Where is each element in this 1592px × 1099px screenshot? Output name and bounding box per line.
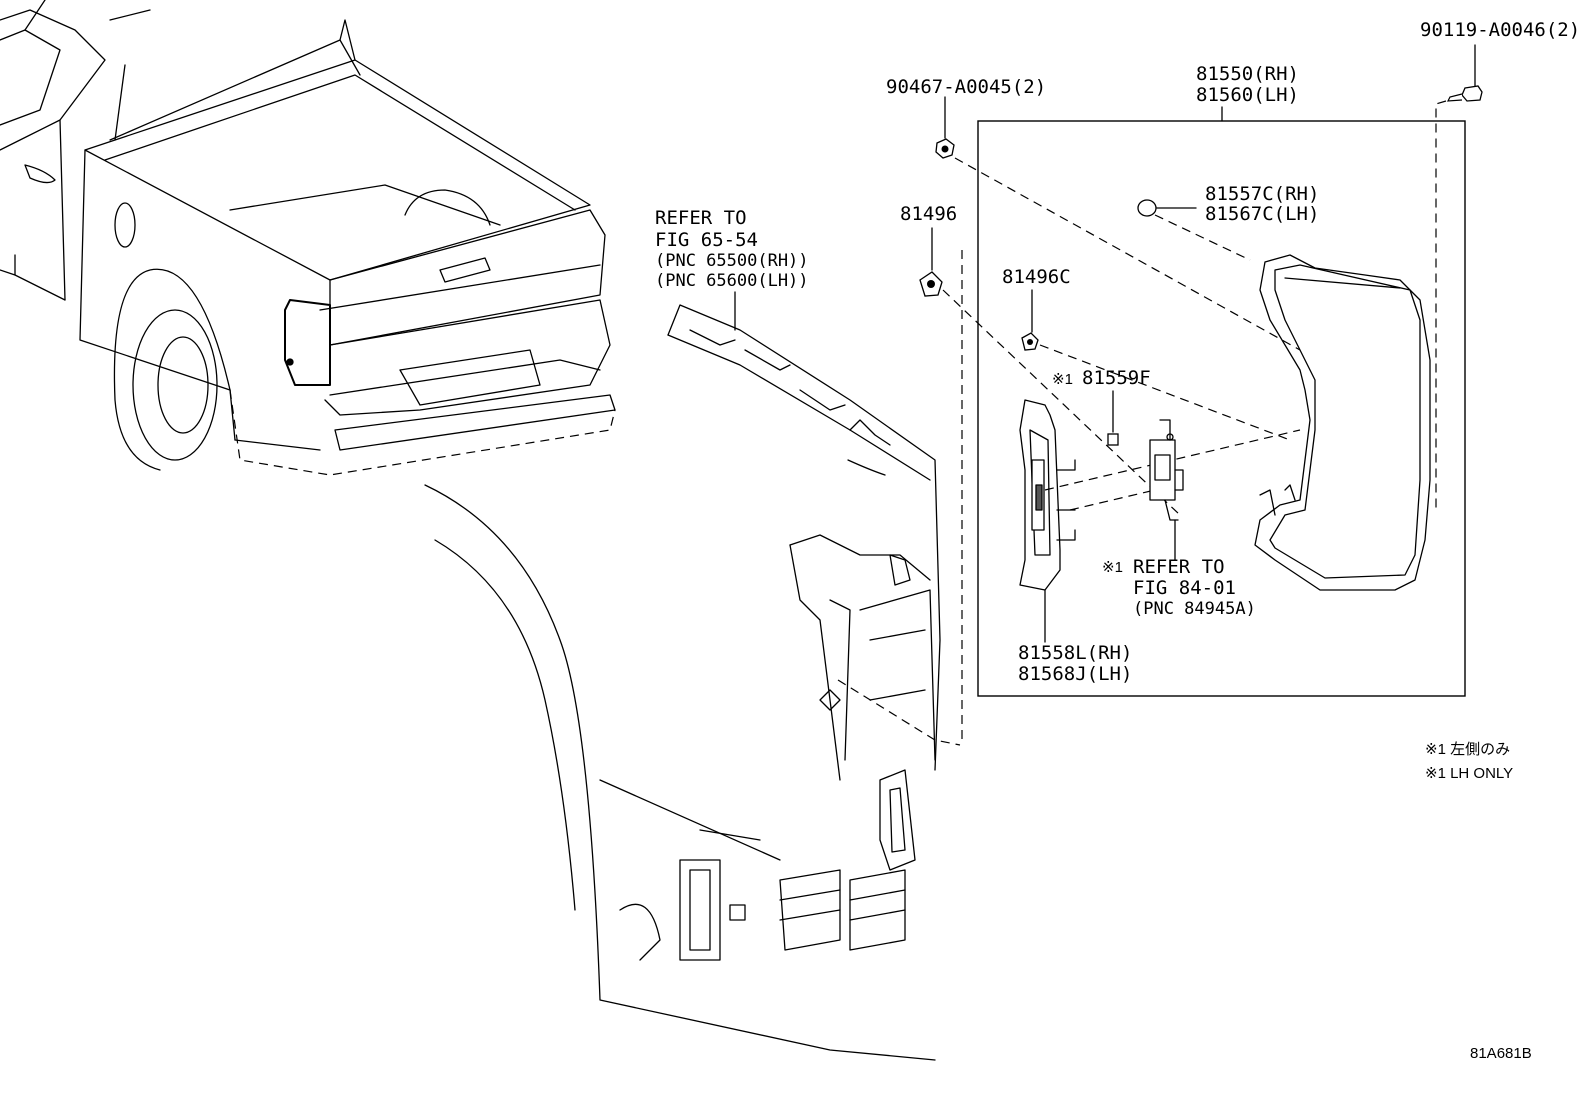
clip-icon — [919, 271, 943, 297]
clip-label: 81496 — [900, 203, 958, 225]
refer1-line4: (PNC 65600(LH)) — [655, 271, 809, 291]
diagram-id: 81A681B — [1470, 1045, 1532, 1062]
nut-icon — [935, 138, 955, 159]
lens-assembly — [1019, 399, 1076, 591]
refer2-line3: (PNC 84945A) — [1133, 599, 1256, 619]
lamp-assy-lh-label: 81560(LH) — [1196, 84, 1299, 106]
footnote-jp: ※1 左側のみ — [1425, 741, 1511, 758]
lens-rh-label: 81558L(RH) — [1018, 642, 1133, 664]
clip-c-label: 81496C — [1002, 266, 1071, 288]
bolt-icon — [1446, 85, 1483, 102]
lamp-assy-rh-label: 81550(RH) — [1196, 63, 1299, 85]
clip-c-icon — [1021, 332, 1039, 351]
rear-body-panel — [424, 304, 941, 1061]
note-mark: ※1 — [1052, 371, 1073, 388]
socket-lh-label: 81567C(LH) — [1205, 203, 1320, 225]
refer1-line2: FIG 65-54 — [655, 229, 758, 251]
refer2-line1: REFER TO — [1133, 556, 1225, 578]
refer1-line1: REFER TO — [655, 207, 747, 229]
lamp-unit — [1149, 419, 1184, 521]
socket-rh-label: 81557C(RH) — [1205, 183, 1320, 205]
refer2-line2: FIG 84-01 — [1133, 577, 1236, 599]
truck-illustration — [0, 0, 616, 471]
footnote-en: ※1 LH ONLY — [1425, 765, 1514, 782]
bolt-part-number: 90119-A0046(2) — [1420, 19, 1581, 41]
lens-lh-label: 81568J(LH) — [1018, 663, 1133, 685]
refer1-line3: (PNC 65500(RH)) — [655, 251, 809, 271]
bulb-icon — [1107, 433, 1119, 446]
socket-icon — [1137, 199, 1157, 217]
nut-part-number: 90467-A0045(2) — [886, 76, 1047, 98]
note-mark: ※1 — [1102, 559, 1123, 576]
bulb-label: 81559F — [1082, 367, 1151, 389]
tail-lamp-assembly — [1254, 254, 1431, 591]
